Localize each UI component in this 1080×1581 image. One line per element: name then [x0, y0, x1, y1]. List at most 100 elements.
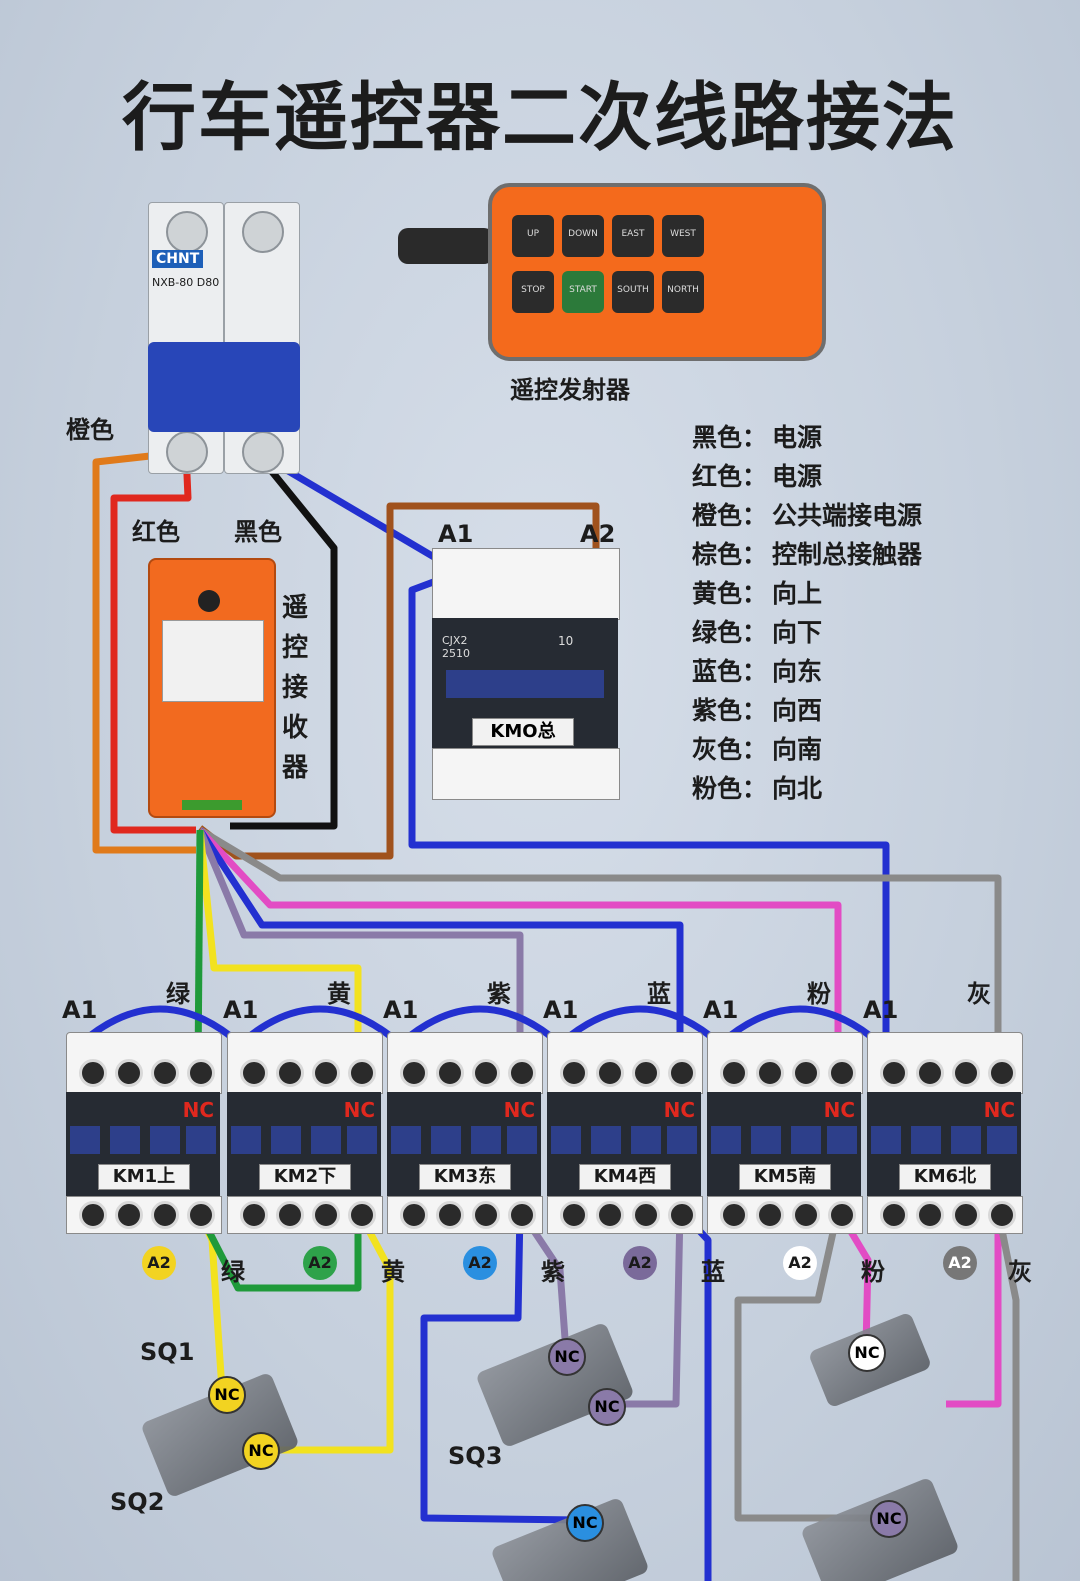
label-red: 红色	[132, 518, 180, 546]
terminal-screw-icon	[348, 1059, 376, 1087]
contactor-body: NC KM4西	[547, 1092, 701, 1196]
wire-color-label-bottom: 绿	[221, 1258, 245, 1286]
contactor-window	[791, 1126, 821, 1154]
remote-button-start[interactable]: START	[562, 271, 604, 313]
terminal-screw-icon	[400, 1059, 428, 1087]
screw-icon	[166, 211, 208, 253]
remote-button-label: UP	[526, 229, 539, 239]
wire-color-label-top: 紫	[487, 980, 511, 1008]
screw-icon	[242, 431, 284, 473]
blue-a1-bridge	[717, 1005, 883, 1047]
terminal-screw-icon	[632, 1059, 660, 1087]
purple-wire	[196, 828, 524, 1068]
contactor-nameplate: KM4西	[579, 1164, 671, 1190]
remote-button-down[interactable]: DOWN	[562, 215, 604, 257]
contactor-nameplate: KM1上	[98, 1164, 190, 1190]
wire-color-label-top: 蓝	[647, 980, 671, 1008]
remote-button-up[interactable]: UP	[512, 215, 554, 257]
blue-a1-bridge	[237, 1005, 403, 1047]
main-contactor-body: CJX2 2510 10 KMO总	[432, 618, 618, 748]
terminal-screw-icon	[151, 1059, 179, 1087]
contactor-window	[631, 1126, 661, 1154]
black-wire	[230, 449, 338, 830]
nc-label: NC	[663, 1098, 695, 1122]
legend-meaning: 公共端接电源	[772, 501, 923, 530]
terminal-screw-icon	[187, 1201, 215, 1229]
contactor-top	[387, 1032, 543, 1094]
terminal-screw-icon	[348, 1201, 376, 1229]
terminal-screw-icon	[472, 1201, 500, 1229]
gray-sq-wire	[734, 1209, 880, 1522]
main-a2-label: A2	[580, 520, 616, 548]
legend-row: 粉色：向北	[692, 769, 922, 808]
contactor-window	[347, 1126, 377, 1154]
main-contactor-top	[432, 548, 620, 620]
pink-sq-wire	[946, 1210, 1002, 1408]
remote-button-label: STOP	[521, 285, 545, 295]
contactor-bottom	[387, 1196, 543, 1234]
antenna-icon	[398, 228, 494, 264]
contactor-window	[987, 1126, 1017, 1154]
contactor-nameplate: KM2下	[259, 1164, 351, 1190]
legend-color: 橙色：	[692, 501, 768, 530]
receiver-label: 遥控接收器	[282, 593, 309, 783]
sq3-label: SQ3	[448, 1442, 503, 1470]
contactor-window	[751, 1126, 781, 1154]
terminal-screw-icon	[668, 1059, 696, 1087]
contactor-window	[391, 1126, 421, 1154]
contactor-window	[871, 1126, 901, 1154]
remote-button-south[interactable]: SOUTH	[612, 271, 654, 313]
main-a1-label: A1	[438, 520, 474, 548]
remote-button-north[interactable]: NORTH	[662, 271, 704, 313]
nc-badge: NC	[208, 1376, 246, 1414]
a2-badge: A2	[142, 1246, 176, 1280]
terminal-screw-icon	[632, 1201, 660, 1229]
terminal-screw-icon	[596, 1201, 624, 1229]
legend-meaning: 向西	[772, 696, 823, 725]
breaker-handle[interactable]	[148, 342, 300, 432]
nc-badge: NC	[548, 1338, 586, 1376]
legend-row: 灰色：向南	[692, 730, 922, 769]
terminal-screw-icon	[792, 1059, 820, 1087]
terminal-screw-icon	[79, 1201, 107, 1229]
terminal-screw-icon	[508, 1059, 536, 1087]
contactor-bottom	[707, 1196, 863, 1234]
transmitter-label: 遥控发射器	[510, 376, 630, 404]
contactor-window	[551, 1126, 581, 1154]
a2-badge: A2	[943, 1246, 977, 1280]
terminal-screw-icon	[115, 1201, 143, 1229]
gray-wire	[198, 826, 1002, 1068]
remote-button-east[interactable]: EAST	[612, 215, 654, 257]
contactor-bottom	[227, 1196, 383, 1234]
legend-color: 蓝色：	[692, 657, 768, 686]
main-contactor-code: CJX2 2510	[442, 634, 470, 660]
breaker-pole-left	[148, 202, 224, 474]
contactor-top	[227, 1032, 383, 1094]
remote-transmitter[interactable]: UP DOWN EAST WEST STOP START SOUTH NORTH	[488, 183, 826, 361]
terminal-screw-icon	[596, 1059, 624, 1087]
terminal-screw-icon	[828, 1201, 856, 1229]
wire-color-label-bottom: 粉	[861, 1258, 885, 1286]
purple-sq3-wire	[606, 1209, 684, 1408]
a2-badge: A2	[303, 1246, 337, 1280]
terminal-screw-icon	[916, 1201, 944, 1229]
nc-badge: NC	[870, 1500, 908, 1538]
main-contactor-rating: 10	[558, 634, 574, 648]
remote-button-west[interactable]: WEST	[662, 215, 704, 257]
blue-km4-wire	[197, 828, 684, 1068]
nc-label: NC	[823, 1098, 855, 1122]
contactor-km4: NC KM4西	[547, 1032, 703, 1234]
remote-button-stop[interactable]: STOP	[512, 271, 554, 313]
screw-icon	[242, 211, 284, 253]
nc-label: NC	[983, 1098, 1015, 1122]
legend-row: 蓝色：向东	[692, 652, 922, 691]
label-black: 黑色	[234, 518, 282, 546]
nc-badge: NC	[566, 1504, 604, 1542]
